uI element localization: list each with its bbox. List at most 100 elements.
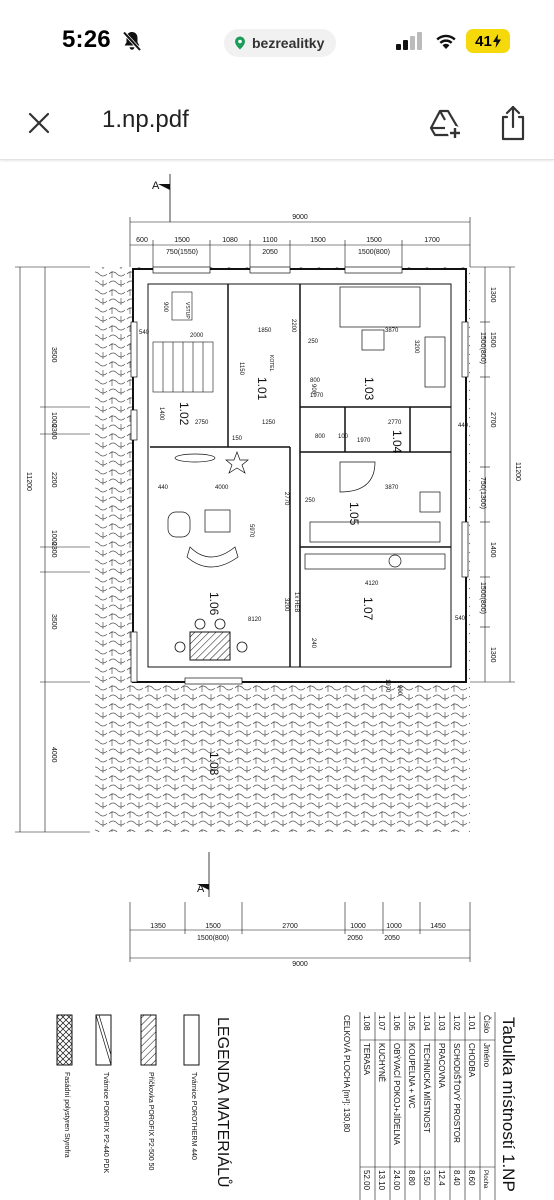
document-title: 1.np.pdf [102,106,189,133]
svg-text:1.08: 1.08 [362,1015,371,1031]
svg-text:8.40: 8.40 [452,1170,461,1186]
svg-text:440: 440 [158,485,169,491]
svg-text:4000: 4000 [50,747,57,763]
svg-text:3500: 3500 [50,347,57,363]
svg-text:KUCHYNĚ: KUCHYNĚ [377,1043,386,1082]
svg-text:52.00: 52.00 [362,1170,371,1191]
svg-text:4000: 4000 [215,485,229,491]
pdf-page[interactable]: A A' 9000 600 1500 1080 1100 1500 1500 1… [0,162,554,1200]
svg-text:1500(800): 1500(800) [358,249,390,256]
svg-text:9000: 9000 [292,961,308,968]
svg-text:1.02: 1.02 [452,1015,461,1031]
material-legend: LEGENDA MATERIÁLŮ Tvárnice POROTHERM 440… [56,1014,233,1187]
svg-text:3500: 3500 [50,614,57,630]
svg-text:2050: 2050 [347,935,363,942]
svg-text:2050: 2050 [384,935,400,942]
svg-text:240: 240 [310,638,316,649]
svg-text:150: 150 [232,436,243,442]
svg-text:2770: 2770 [388,420,402,426]
svg-text:8.80: 8.80 [407,1170,416,1186]
svg-text:1000: 1000 [50,412,57,428]
svg-text:1.04: 1.04 [422,1015,431,1031]
svg-text:2050: 2050 [262,249,278,256]
svg-text:CHODBA: CHODBA [467,1043,476,1078]
staircase [152,291,214,393]
svg-text:1500: 1500 [174,237,190,244]
save-to-drive-button[interactable] [428,106,464,142]
svg-text:12.4: 12.4 [437,1170,446,1186]
svg-text:SCHODIŠŤOVÝ PROSTOR: SCHODIŠŤOVÝ PROSTOR [452,1043,461,1143]
svg-text:1000: 1000 [350,923,366,930]
svg-text:100: 100 [338,434,349,440]
svg-text:VSTUP: VSTUP [184,302,190,319]
svg-text:Jméno: Jméno [482,1043,491,1068]
svg-text:1.03: 1.03 [362,377,376,401]
svg-text:1500(800): 1500(800) [479,582,486,614]
svg-text:1700: 1700 [424,237,440,244]
floor-plan-drawing: A A' 9000 600 1500 1080 1100 1500 1500 1… [15,174,521,1200]
svg-text:2700: 2700 [282,923,298,930]
svg-text:2750: 2750 [195,420,209,426]
svg-text:Plocha: Plocha [482,1170,488,1189]
svg-text:KOUPELNA + WC: KOUPELNA + WC [407,1043,416,1109]
svg-text:24.00: 24.00 [392,1170,401,1191]
svg-text:PRACOVNA: PRACOVNA [437,1043,446,1089]
svg-text:1970: 1970 [357,438,371,444]
svg-text:3.50: 3.50 [422,1170,431,1186]
section-label-top: A [152,180,160,192]
room-table-total: CELKOVÁ PLOCHA [m²]: 130,80 [342,1015,351,1133]
svg-text:1400: 1400 [489,542,496,558]
bell-muted-icon [122,31,142,52]
svg-text:OBÝVACÍ POKOJ+JÍDELNA: OBÝVACÍ POKOJ+JÍDELNA [392,1043,401,1146]
svg-text:1.08: 1.08 [207,752,221,776]
svg-text:2000: 2000 [190,333,204,339]
room-table-cells: Číslo Jméno Plocha 1.01 CHODBA 8.60 1.02… [342,1015,491,1191]
svg-text:Fasádní polystyren Styrofra: Fasádní polystyren Styrofra [63,1072,70,1158]
charging-bolt-icon [492,34,501,48]
svg-text:Příčkovka POROFIX P2-500 50: Příčkovka POROFIX P2-500 50 [147,1072,154,1171]
battery-level: 41 [475,32,492,50]
svg-text:4120: 4120 [365,581,379,587]
svg-text:1500: 1500 [366,237,382,244]
svg-text:1450: 1450 [430,923,446,930]
svg-text:3200: 3200 [283,598,289,612]
svg-text:Tvárnice POROFIX P2-440 PDK: Tvárnice POROFIX P2-440 PDK [102,1072,109,1173]
dim-bottom-labels: 1350 1500 2700 1000 1000 1450 1500(800) … [150,923,446,968]
svg-text:1080: 1080 [222,237,238,244]
dimension-chain-bottom [129,902,471,962]
svg-text:1400: 1400 [158,407,164,421]
room-labels: 1.01 1.02 1.03 1.04 1.05 1.06 1.07 1.08 [177,377,404,776]
svg-text:1.05: 1.05 [347,502,361,526]
close-button[interactable] [22,106,56,140]
svg-text:Tvárnice POROTHERM 440: Tvárnice POROTHERM 440 [190,1072,197,1160]
svg-text:1300: 1300 [489,647,496,663]
location-pin-icon [235,36,245,50]
svg-text:11200: 11200 [25,472,32,491]
svg-text:8.60: 8.60 [467,1170,476,1186]
svg-text:250: 250 [308,339,319,345]
dimension-chain-top [129,217,471,267]
furniture [167,286,446,570]
svg-text:3200: 3200 [413,340,419,354]
svg-text:1x HEB: 1x HEB [293,592,299,612]
svg-text:Číslo: Číslo [482,1015,491,1034]
svg-text:1000: 1000 [386,923,402,930]
svg-text:1300: 1300 [489,287,496,303]
status-time: 5:26 [62,26,111,53]
status-bar: 5:26 bezrealitky 41 [0,0,554,84]
svg-text:1.03: 1.03 [437,1015,446,1031]
svg-text:1000: 1000 [50,530,57,546]
dimension-chain-left [15,266,90,833]
dim-right-labels: 1300 1500 1500(800) 2700 750(1300) 1400 … [479,287,521,663]
svg-text:540: 540 [455,616,466,622]
svg-text:1970: 1970 [310,393,324,399]
svg-text:11200: 11200 [514,462,521,481]
share-button[interactable] [496,104,530,142]
svg-text:750(1550): 750(1550) [166,249,198,256]
dimension-chain-right [470,266,515,683]
svg-text:5970: 5970 [248,524,254,538]
share-icon [501,105,525,141]
svg-text:2700: 2700 [489,412,496,428]
svg-text:1970: 1970 [384,679,390,693]
url-pill[interactable]: bezrealitky [224,29,337,57]
